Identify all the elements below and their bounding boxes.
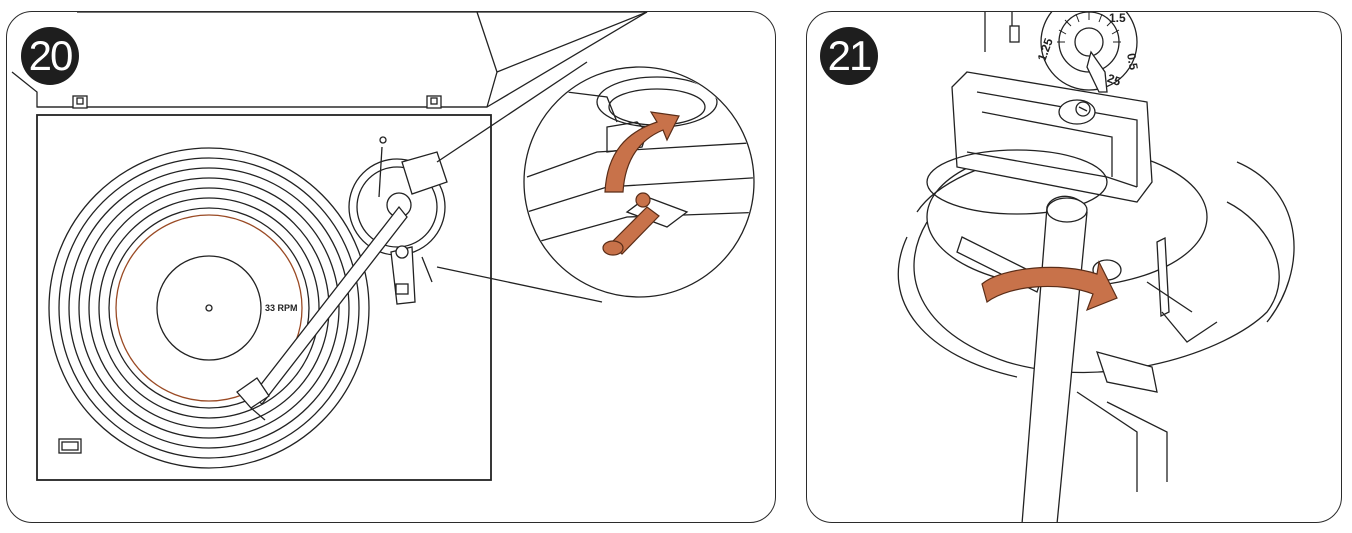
turntable-tonearm-lock-illustration: 33 RPM [11, 12, 755, 481]
tonearm-tube [1021, 195, 1088, 522]
plinth [36, 114, 492, 481]
step-number-badge: 20 [21, 27, 79, 85]
curved-up-arrow-icon [604, 111, 680, 193]
tonearm-rest-rotation-illustration: 1.5 1.25 0.5 0.25 [897, 12, 1295, 522]
callout-line-bottom [436, 266, 603, 303]
curved-right-arrow-icon [981, 260, 1118, 312]
counterweight-dial: 1.5 1.25 0.5 0.25 [984, 12, 1141, 93]
step-20-panel: 33 RPM [6, 11, 776, 523]
speed-switch [58, 438, 82, 454]
dust-cover [11, 12, 648, 109]
magnified-detail [523, 66, 755, 298]
step-21-panel: 1.5 1.25 0.5 0.25 [806, 11, 1342, 523]
svg-text:1.5: 1.5 [1109, 12, 1126, 25]
svg-text:0.5: 0.5 [1124, 52, 1141, 71]
platter-speed-label: 33 RPM [265, 303, 298, 313]
platter [48, 147, 370, 469]
callout-line-top [436, 61, 588, 163]
tonearm-base [348, 136, 448, 305]
tonearm [236, 205, 408, 421]
tonearm-lift-housing [926, 71, 1153, 215]
step-number-badge: 21 [820, 27, 878, 85]
